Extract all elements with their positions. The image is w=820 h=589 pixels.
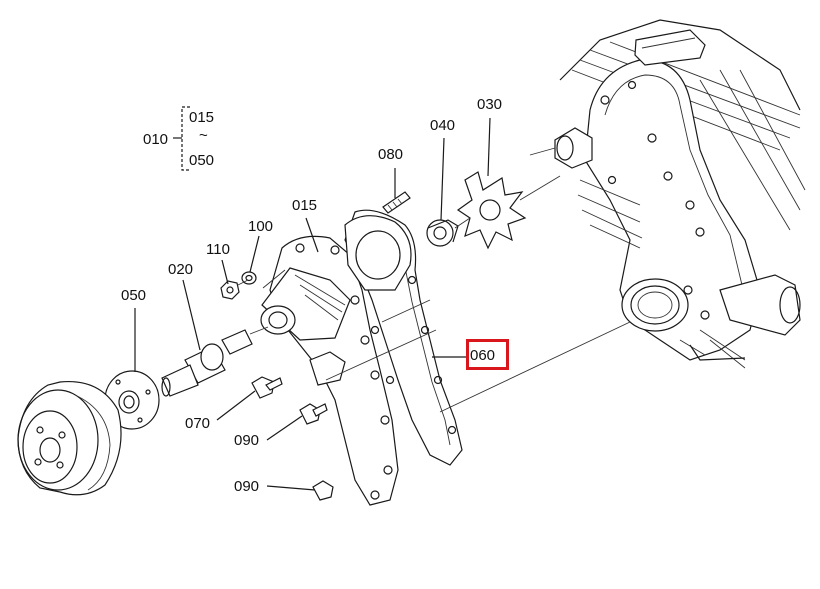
label-060: 060 <box>470 347 496 364</box>
label-090-upper: 090 <box>234 432 260 449</box>
assembly-lines <box>237 147 631 413</box>
label-040: 040 <box>430 117 456 134</box>
bolt-070 <box>251 376 283 399</box>
label-030: 030 <box>477 96 503 113</box>
label-050: 050 <box>121 287 147 304</box>
leader-lines <box>134 106 491 491</box>
pump-housing-015 <box>260 215 412 506</box>
impeller-030 <box>456 171 527 250</box>
label-110: 110 <box>206 241 230 258</box>
bolt-090-upper <box>299 403 328 425</box>
nut-110 <box>220 280 240 300</box>
label-010: 010 <box>143 131 169 148</box>
pulley <box>17 380 122 496</box>
label-090-lower: 090 <box>234 478 260 495</box>
highlight-box-060 <box>466 339 509 370</box>
label-range-tilde: ~ <box>199 127 208 144</box>
engine-block <box>554 19 806 369</box>
label-015-range-start: 015 <box>189 109 215 126</box>
label-080: 080 <box>378 146 404 163</box>
label-020: 020 <box>168 261 194 278</box>
label-070: 070 <box>185 415 211 432</box>
stud-080 <box>382 191 411 214</box>
label-100: 100 <box>248 218 274 235</box>
bolt-090-lower <box>312 480 334 501</box>
label-015: 015 <box>292 197 318 214</box>
label-050-range-end: 050 <box>189 152 215 169</box>
seal-040 <box>426 219 459 247</box>
shaft-bearing-020 <box>161 329 253 397</box>
